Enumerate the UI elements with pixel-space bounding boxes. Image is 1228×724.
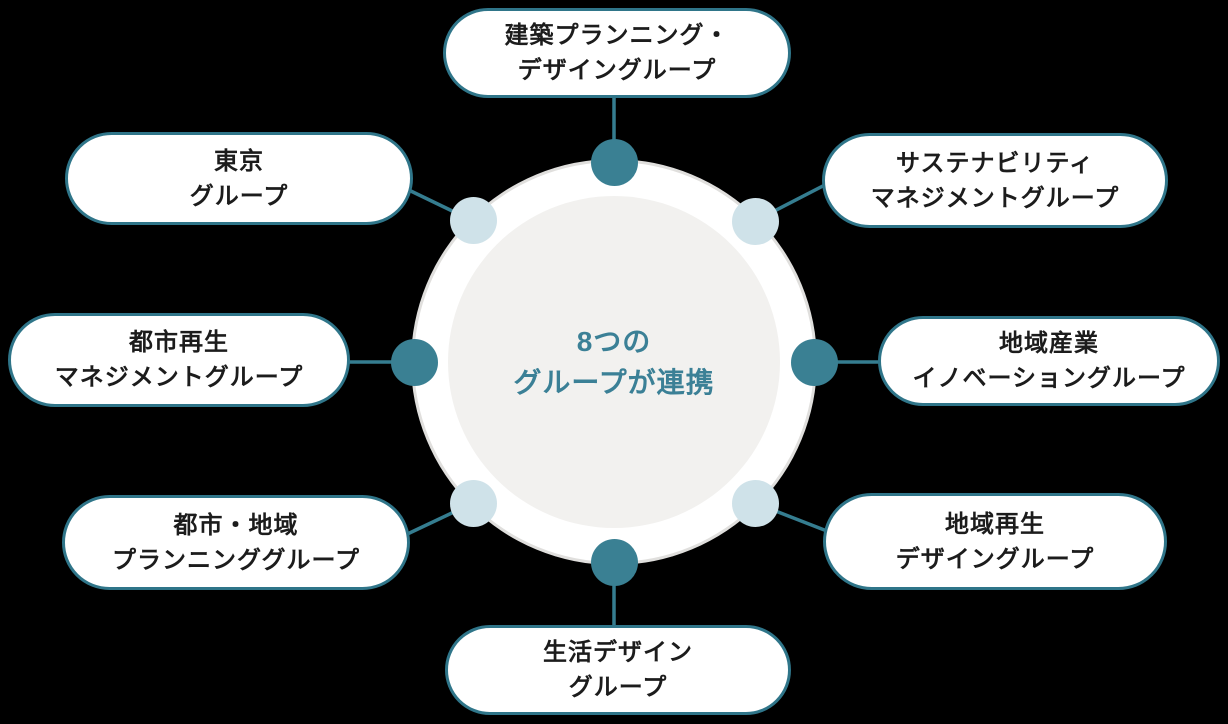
hub-label-line2: グループが連携 [513, 367, 715, 398]
group-node-tokyo: 東京 グループ [65, 132, 413, 225]
connector-dot-bottom-right [731, 479, 779, 527]
group-node-regional-industry-innovation: 地域産業 イノベーショングループ [878, 316, 1220, 406]
group-label-line1: 都市再生 [129, 329, 229, 356]
group-label-line1: 地域産業 [999, 330, 1099, 357]
group-label-line2: デザイングループ [517, 57, 717, 84]
group-label-line2: グループ [568, 674, 668, 701]
group-label-line2: マネジメントグループ [54, 364, 304, 391]
group-label-line1: 生活デザイン [543, 639, 693, 666]
group-node-architecture-planning-design: 建築プランニング・ デザイングループ [443, 8, 791, 98]
connector-dot-bottom [590, 538, 638, 586]
hub-label: 8つの グループが連携 [513, 321, 714, 403]
connector-dot-top-left [449, 196, 497, 244]
group-label-line1: 地域再生 [945, 510, 1045, 538]
connector-dot-top-right [731, 197, 779, 245]
group-label-line1: 都市・地域 [173, 511, 299, 539]
group-label-line1: サステナビリティ [895, 149, 1095, 177]
group-node-sustainability-management: サステナビリティ マネジメントグループ [822, 133, 1168, 228]
hub-inner-circle: 8つの グループが連携 [448, 196, 780, 528]
group-node-urban-regional-planning: 都市・地域 プランニンググループ [62, 495, 410, 590]
group-label-line2: プランニンググループ [111, 546, 361, 574]
connector-dot-right [790, 338, 838, 386]
connector-dot-bottom-left [449, 479, 497, 527]
connector-dot-top [590, 138, 638, 186]
group-label-line2: イノベーショングループ [912, 365, 1186, 392]
group-label-line1: 建築プランニング・ [504, 22, 730, 49]
group-node-life-design: 生活デザイン グループ [445, 625, 791, 715]
connector-dot-left [390, 338, 438, 386]
group-label-line2: デザイングループ [895, 545, 1095, 573]
group-label-line1: 東京 [214, 147, 264, 175]
group-label-line2: グループ [189, 182, 289, 210]
group-node-urban-regeneration-management: 都市再生 マネジメントグループ [8, 313, 350, 407]
group-label-line2: マネジメントグループ [870, 184, 1120, 212]
group-node-regional-regeneration-design: 地域再生 デザイングループ [823, 493, 1167, 590]
hub-label-line1: 8つの [576, 326, 652, 357]
